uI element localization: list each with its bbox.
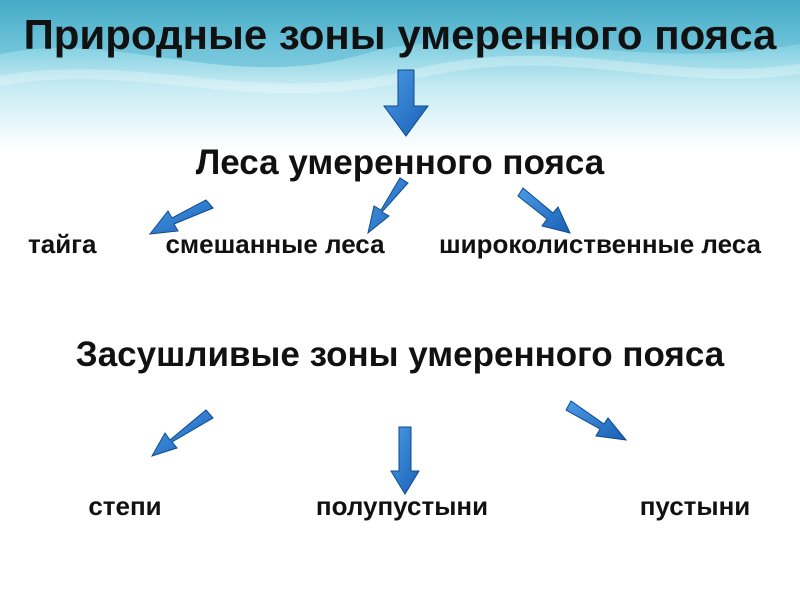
item-steppe: степи	[88, 491, 162, 521]
item-broadleaf-forests: широколиственные леса	[439, 229, 761, 259]
arrow-to-mixed	[367, 177, 409, 235]
item-semidesert: полупустыни	[315, 491, 489, 521]
arrow-to-broadleaf	[517, 187, 571, 234]
arrow-to-desert	[565, 400, 628, 441]
item-desert: пустыни	[639, 491, 751, 521]
arrow-to-steppe	[150, 409, 214, 457]
page-title: Природные зоны умеренного пояса	[23, 11, 777, 58]
dry-zones-heading: Засушливые зоны умеренного пояса	[75, 335, 725, 374]
arrow-to-semidesert	[390, 426, 420, 495]
forests-heading: Леса умеренного пояса	[195, 143, 605, 182]
item-mixed-forests: смешанные леса	[165, 229, 385, 259]
item-taiga: тайга	[28, 229, 97, 259]
